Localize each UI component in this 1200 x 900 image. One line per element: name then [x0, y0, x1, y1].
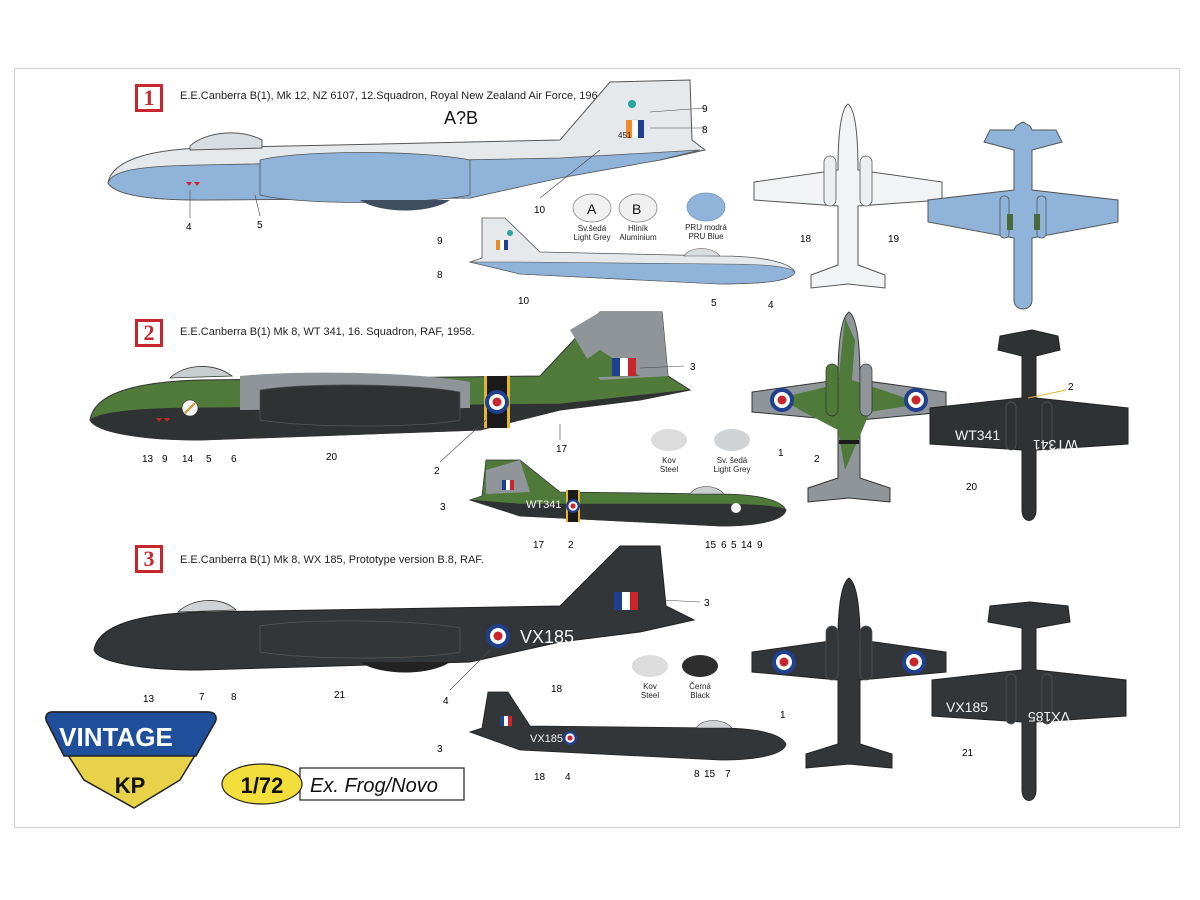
v3s-callout-15: 15	[704, 769, 716, 780]
variant-1-bottom-view	[927, 121, 1119, 310]
v3b-serial-left: VX185	[946, 699, 988, 715]
variant-2-caption: E.E.Canberra B(1) Mk 8, WT 341, 16. Squa…	[180, 326, 475, 338]
v2-callout-20: 20	[326, 452, 338, 463]
v1p-callout-19: 19	[888, 234, 900, 245]
v2-callout-14: 14	[182, 454, 194, 465]
v1-callout-9: 9	[702, 104, 708, 115]
v2-callout-5: 5	[206, 454, 212, 465]
v3p-callout-1: 1	[780, 710, 786, 721]
v2s-callout-6: 6	[721, 540, 727, 551]
v2s-callout-9: 9	[757, 540, 763, 551]
variant-3-side-view: VX185	[93, 545, 701, 691]
swatches-variant-1: A B	[572, 192, 726, 223]
variant-3-caption: E.E.Canberra B(1) Mk 8, WX 185, Prototyp…	[180, 554, 484, 566]
variant-2-top-view	[751, 311, 947, 503]
v1-callout-4: 4	[186, 222, 192, 233]
svg-text:A: A	[587, 201, 597, 217]
variant-2-small-view: WT341	[468, 459, 787, 527]
v1s-callout-9: 9	[437, 236, 443, 247]
variant-1-badge: 1	[135, 84, 163, 112]
scale-box: 1/72 Ex. Frog/Novo	[221, 763, 465, 805]
swatches-variant-2	[651, 429, 750, 451]
variant-3-small-view: VX185	[468, 691, 787, 761]
svg-text:B: B	[632, 201, 641, 217]
v2b-serial-right: WT341	[1033, 437, 1078, 453]
variant-1-side-view: 451 A?B	[107, 79, 707, 218]
v3s-serial: VX185	[530, 733, 563, 745]
variant-1-fin-serial: 451	[618, 131, 632, 140]
variant-2-badge: 2	[135, 319, 163, 347]
v2s-callout-2: 2	[568, 540, 574, 551]
logo-brand: VINTAGE	[59, 722, 173, 752]
v3s-callout-18: 18	[534, 772, 546, 783]
vintage-kp-logo: VINTAGE KP	[45, 711, 217, 809]
v2-callout-3: 3	[690, 362, 696, 373]
v2s-callout-14: 14	[741, 540, 753, 551]
v3-callout-3: 3	[704, 598, 710, 609]
v2s-callout-17: 17	[533, 540, 545, 551]
v3s-callout-8: 8	[694, 769, 700, 780]
v3b-serial-right: VX185	[1028, 709, 1070, 725]
v1-callout-10: 10	[534, 205, 546, 216]
variant-1-small-view	[468, 217, 796, 285]
v2s-serial: WT341	[526, 499, 561, 511]
v3-callout-18: 18	[551, 684, 563, 695]
v2s-callout-15: 15	[705, 540, 717, 551]
v3-callout-7: 7	[199, 692, 205, 703]
v3s-callout-4: 4	[565, 772, 571, 783]
v1s-callout-10: 10	[518, 296, 530, 307]
scale-note: Ex. Frog/Novo	[310, 775, 438, 797]
v2-callout-9: 9	[162, 454, 168, 465]
v2s-callout-3: 3	[440, 502, 446, 513]
v2-callout-2: 2	[434, 466, 440, 477]
v3s-callout-7: 7	[725, 769, 731, 780]
v3p-callout-21: 21	[962, 748, 974, 759]
v2p-callout-2b: 2	[1068, 382, 1074, 393]
v2-callout-17: 17	[556, 444, 568, 455]
swatches-variant-3	[632, 655, 718, 677]
v3-callout-4: 4	[443, 696, 449, 707]
v3s-callout-3: 3	[437, 744, 443, 755]
v1s-callout-8: 8	[437, 270, 443, 281]
v2p-callout-1: 1	[778, 448, 784, 459]
v2s-callout-5: 5	[731, 540, 737, 551]
v2b-serial-left: WT341	[955, 427, 1000, 443]
v3-callout-21: 21	[334, 690, 346, 701]
v2-callout-6: 6	[231, 454, 237, 465]
v2p-callout-2a: 2	[814, 454, 820, 465]
v3-callout-8: 8	[231, 692, 237, 703]
v1s-callout-4: 4	[768, 300, 774, 311]
variant-3-top-view	[751, 577, 947, 769]
scale-value: 1/72	[241, 773, 284, 798]
variant-2-bottom-view: WT341 WT341	[929, 329, 1129, 521]
v1-callout-8: 8	[702, 125, 708, 136]
v2p-callout-20: 20	[966, 482, 978, 493]
v1s-callout-5: 5	[711, 298, 717, 309]
v3-callout-13: 13	[143, 694, 155, 705]
variant-1-fin-code: A?B	[444, 108, 478, 128]
v2-callout-13: 13	[142, 454, 154, 465]
v1-callout-5: 5	[257, 220, 263, 231]
variant-3-badge: 3	[135, 545, 163, 573]
variant-1-caption: E.E.Canberra B(1), Mk 12, NZ 6107, 12.Sq…	[180, 90, 607, 102]
v3-serial: VX185	[520, 627, 574, 647]
variant-2-side-view	[89, 311, 692, 463]
variant-1-top-view	[753, 103, 943, 289]
logo-sub: KP	[115, 773, 146, 798]
v1p-callout-18: 18	[800, 234, 812, 245]
variant-3-bottom-view: VX185 VX185	[931, 601, 1127, 801]
